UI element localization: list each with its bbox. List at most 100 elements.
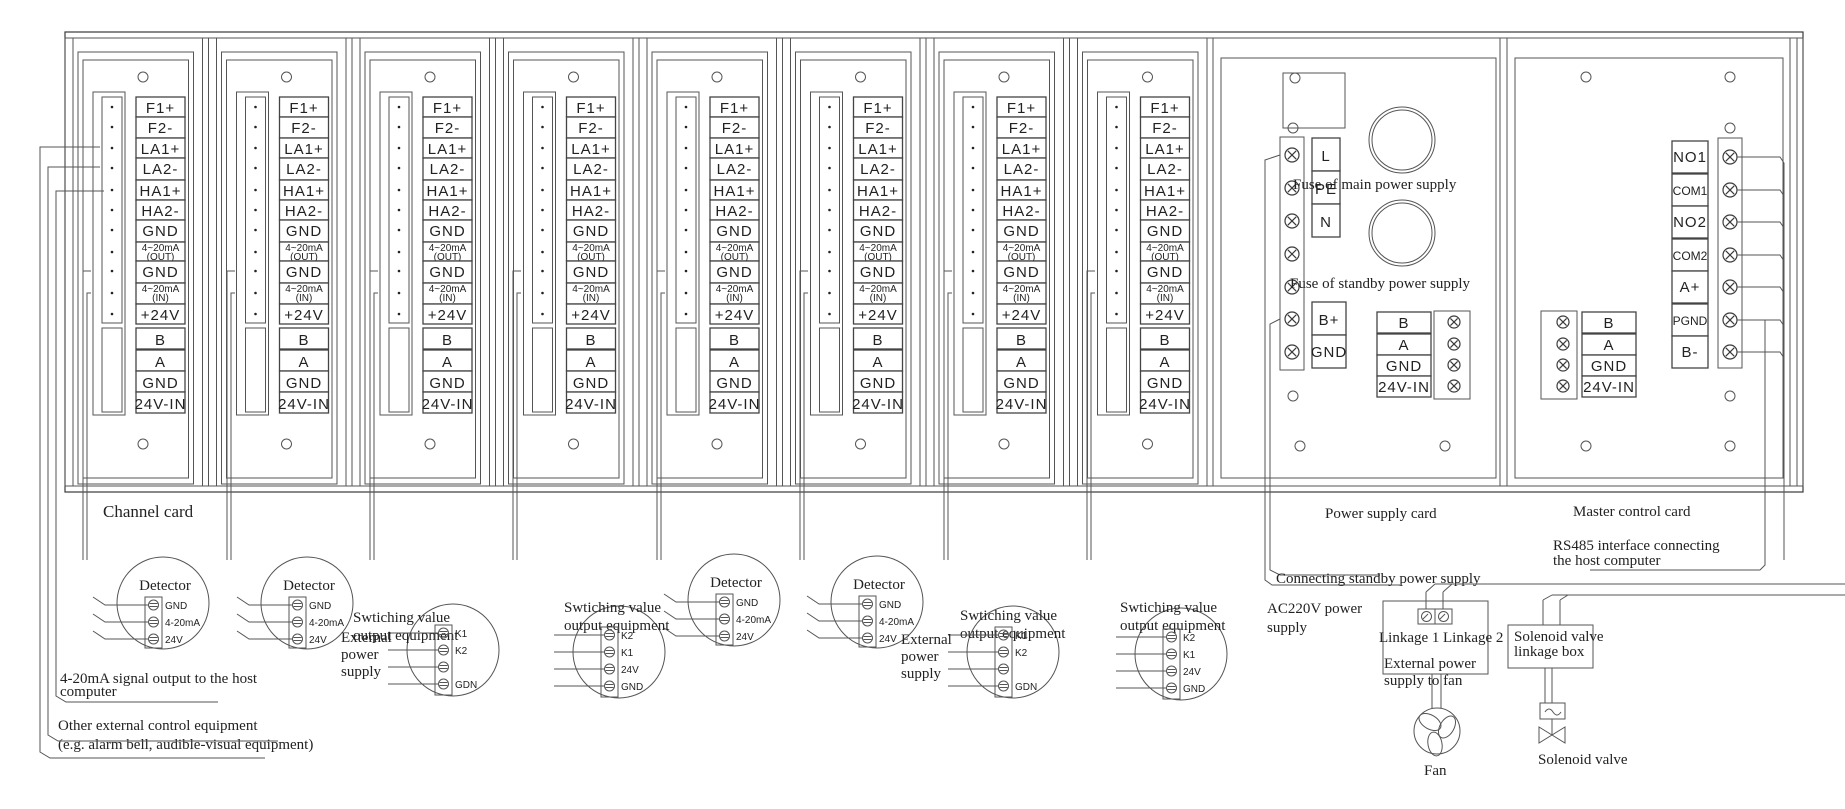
terminal-label-cell [422,391,473,414]
terminal-label: 4~20mA [285,243,323,254]
terminal-label: B+ [1319,312,1340,329]
terminal-label: 4~20mA [429,243,467,254]
terminal-label: 24V-IN [135,396,187,413]
detector-pin-label: 4-20mA [309,618,344,629]
screw-terminal-icon [1722,214,1738,230]
terminal-label: LA2- [143,161,179,178]
terminal-label: F2- [865,120,891,137]
switching-pin-label: K2 [455,646,468,657]
terminal-pin [397,208,401,212]
terminal-pin [1115,166,1118,170]
terminal-pin [828,250,831,254]
terminal-label: GND [1003,264,1039,281]
screw-terminal-icon [1284,279,1300,295]
terminal-label: LA2- [430,161,466,178]
terminal-pin [110,228,114,232]
terminal-label-cell [1311,203,1341,238]
terminal-pin [684,269,688,273]
detector-title: Detector [853,577,905,593]
switching-title: Swtiching value [1120,600,1217,616]
screw-slot-icon [998,680,1009,692]
ext-fan-note-2: supply to fan [1384,673,1463,689]
terminal-pin [1115,146,1118,150]
terminal-pin [684,228,688,232]
terminal-label: (IN) [583,293,600,304]
switching-pin-label: 24V [621,665,639,676]
terminal-pin [971,146,975,150]
terminal-pin [541,228,544,232]
terminal-label: HA2- [141,203,179,220]
terminal-label: GND [573,264,609,281]
terminal-label: 24V-IN [996,396,1048,413]
terminal-label: (IN) [870,293,887,304]
mounting-screw-icon [711,438,723,450]
detector-title: Detector [283,578,335,594]
terminal-label: L [1321,148,1330,165]
terminal-label: (OUT) [434,252,462,263]
detector-wire [236,630,293,640]
mounting-screw-icon [424,71,436,83]
terminal-pin [254,125,257,129]
terminal-block [666,91,700,416]
relay-wire [1737,319,1785,560]
terminal-label-cell [996,327,1047,350]
terminal-label: LA1+ [571,141,610,158]
terminal-label: +24V [428,307,467,324]
fan-icon [1413,674,1461,757]
terminal-pin [684,166,688,170]
terminal-label: A [585,354,596,371]
detector-pin-label: 24V [309,635,327,646]
terminal-pin [541,269,544,273]
mounting-screw-icon [855,71,866,83]
detector-outline [830,555,924,649]
terminal-label: +24V [715,307,754,324]
master-control-card [1506,37,1791,487]
terminal-label: B [585,332,596,349]
power-supply-card [1212,37,1501,487]
switching-terminal-block [434,624,453,696]
screw-terminal-icon [1284,147,1300,163]
relay-terminal-block [1717,137,1743,369]
terminal-label: LA2- [860,161,896,178]
terminal-label: 24V-IN [565,396,617,413]
terminal-label: LA2- [717,161,753,178]
terminal-block [810,91,843,416]
power-card-caption: Power supply card [1325,506,1437,522]
card-wire [656,270,665,560]
terminal-pin [254,250,257,254]
screw-terminal-icon [1447,358,1461,372]
terminal-label: HA1+ [857,183,899,200]
mounting-screw-icon [1142,71,1153,83]
screw-terminal-icon [1447,379,1461,393]
terminal-label: A [1398,337,1409,354]
terminal-label-cell [278,303,330,325]
channel-card: F1+F2-LA1+LA2-HA1+HA2-GND4~20mA(OUT)GND4… [503,37,640,487]
terminal-label: (IN) [1157,293,1174,304]
detector-wire [92,596,149,606]
terminal-label: LA1+ [141,141,180,158]
terminal-label: 24V-IN [422,396,474,413]
terminal-block [92,91,126,416]
terminal-pin [1115,208,1118,212]
switching-pin-label: K2 [1183,633,1196,644]
terminal-label: GND [860,375,896,392]
detector-wire [236,613,293,623]
card-wire [943,270,952,560]
terminal-label: A [155,354,166,371]
detector-pin-label: 4-20mA [736,615,771,626]
terminal-label: LA1+ [284,141,323,158]
switching-title: Swtiching value [960,608,1057,624]
fan-linkage-box [1382,583,1845,675]
mounting-hole [1580,440,1592,452]
fuse-standby-icon [1368,199,1436,267]
terminal-block [523,91,556,416]
terminal-label: HA2- [572,203,610,220]
terminal-label-cell [278,327,330,350]
terminal-label: GND [1386,358,1422,375]
detector-pin-label: 24V [879,634,897,645]
switching-pin-label: GND [621,682,643,693]
screw-terminal-icon [1284,213,1300,229]
mounting-screw-icon [424,438,436,450]
switching-title: output equipment [564,618,670,634]
terminal-label: 24V-IN [1378,379,1430,396]
